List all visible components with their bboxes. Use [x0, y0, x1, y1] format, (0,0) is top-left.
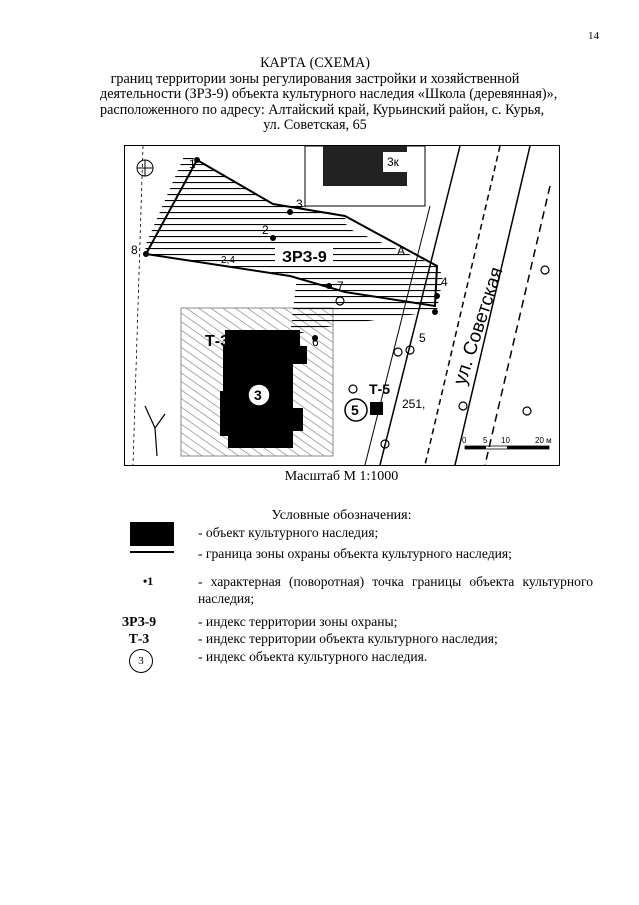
title-line-4: расположенного по адресу: Алтайский край…	[100, 101, 545, 118]
legend-title: Условные обозначения:	[271, 508, 412, 523]
scale-tick-5: 5	[483, 436, 488, 445]
point-label-4: 4	[441, 275, 448, 289]
zone-number-label: 2,4	[221, 255, 235, 266]
legend-desc-object: - объект культурного наследия;	[198, 525, 379, 540]
building-label: 3к	[387, 155, 400, 169]
legend-object-swatch	[130, 522, 174, 546]
scale-tick-20: 20 м	[535, 436, 552, 445]
scale-bar: 0 5 10 20 м	[462, 436, 552, 450]
territory-5-index-label: Т-5	[369, 381, 390, 397]
boundary-points	[143, 157, 440, 341]
object-index-circle: 3	[247, 383, 271, 407]
object-5-index-circle: 5	[344, 398, 368, 422]
object-index-label: 3	[254, 387, 262, 403]
legend-desc-index: - индекс объекта культурного наследия.	[198, 649, 428, 664]
heritage-object-5	[370, 402, 383, 415]
point-label-2: 2	[262, 223, 269, 237]
scale-tick-10: 10	[501, 436, 510, 445]
scale-tick-0: 0	[462, 436, 467, 445]
legend-desc-zone: - индекс территории зоны охраны;	[198, 614, 398, 629]
north-compass-icon	[136, 159, 154, 177]
legend-desc-territory: - индекс территории объекта культурного …	[198, 631, 498, 646]
zone-boundary	[144, 158, 439, 308]
title-line-2: границ территории зоны регулирования зас…	[110, 70, 520, 87]
map-svg: 3к	[131, 146, 552, 465]
page-number: 14	[588, 30, 599, 42]
trees	[335, 265, 550, 449]
object-5-index-label: 5	[351, 402, 359, 418]
document-title: КАРТА (СХЕМА) границ территории зоны рег…	[100, 55, 558, 134]
area-label: А	[397, 244, 405, 258]
street-label: ул. Советская	[450, 265, 508, 388]
scale-caption: Масштаб М 1:1000	[284, 469, 399, 484]
point-label-8: 8	[131, 243, 138, 257]
territory-index-label: Т-3	[205, 333, 229, 350]
map-scheme: 3к	[124, 145, 560, 466]
point-label-6: 6	[312, 335, 319, 349]
neighbor-building: 3к	[304, 146, 426, 207]
title-line-3: деятельности (ЗРЗ-9) объекта культурного…	[100, 86, 558, 102]
legend-point-symbol: •1	[143, 574, 154, 588]
title-line-1: КАРТА (СХЕМА)	[260, 55, 370, 71]
point-label-3: 3	[296, 197, 303, 211]
legend-symbol-zone: ЗРЗ-9	[121, 614, 157, 629]
legend-symbol-territory: Т-3	[128, 631, 150, 646]
branches	[144, 405, 166, 457]
legend-desc-point: - характерная (поворотная) точка границы…	[198, 574, 593, 606]
point-label-5: 5	[419, 331, 426, 345]
legend-boundary-line	[130, 551, 174, 553]
zone-index-label: ЗРЗ-9	[282, 249, 327, 266]
legend-desc-boundary: - граница зоны охраны объекта культурног…	[198, 546, 512, 561]
legend-symbol-index: 3	[129, 649, 153, 673]
point-label-1: 1	[189, 157, 196, 171]
point-label-7: 7	[337, 279, 344, 293]
height-label: 251,	[402, 397, 425, 411]
title-line-5: ул. Советская, 65	[263, 117, 367, 133]
